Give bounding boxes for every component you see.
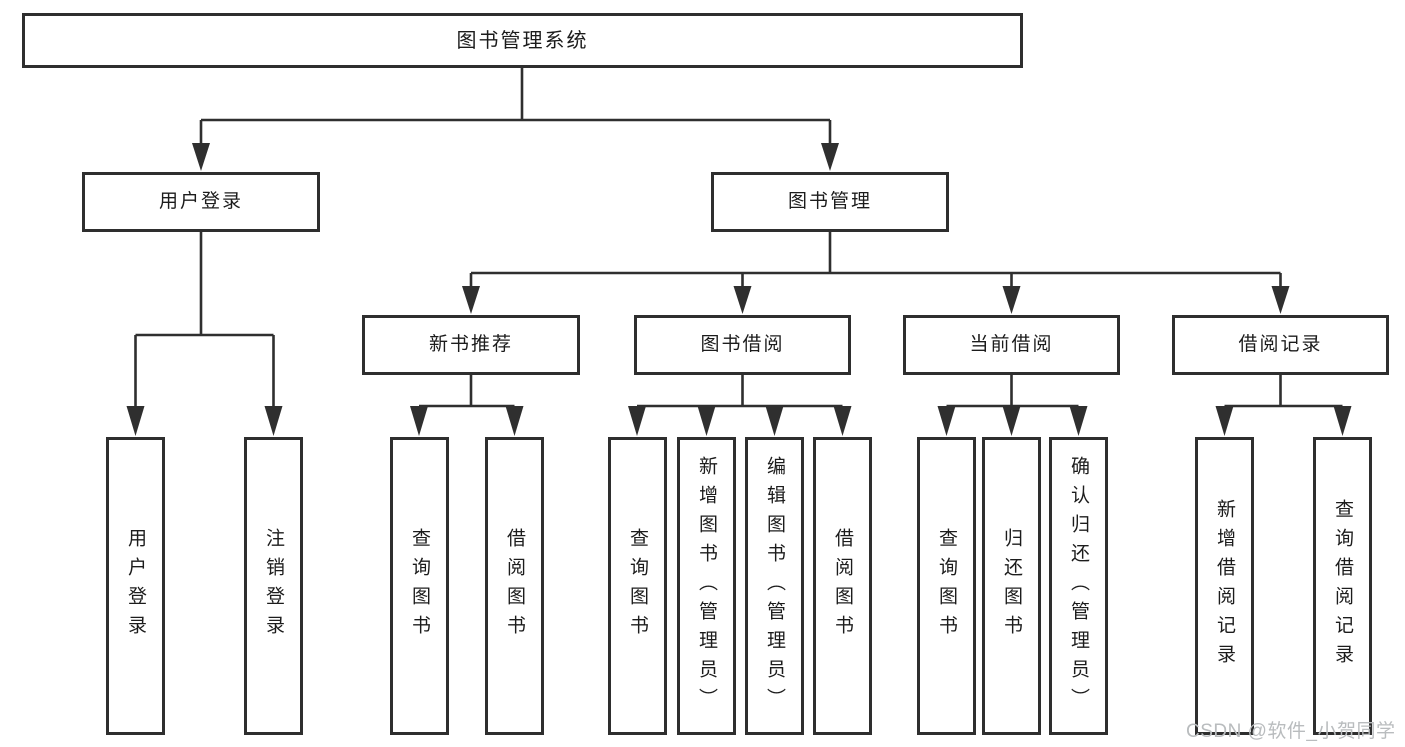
leaf-borrow-books-borrowing: 借阅图书: [813, 437, 872, 735]
leaf-borrow-books-recommend: 借阅图书: [485, 437, 544, 735]
node-book-borrowing: 图书借阅: [634, 315, 851, 375]
leaf-return-books: 归还图书: [982, 437, 1041, 735]
connector-user-login-to-leaves: [134, 232, 275, 410]
node-current-borrowing: 当前借阅: [903, 315, 1120, 375]
node-book-management-system: 图书管理系统: [22, 13, 1023, 68]
connector-book-management-to-level3: [469, 232, 1282, 288]
leaf-logout-login: 注销登录: [244, 437, 303, 735]
connector-level3-to-leaves: [419, 375, 1343, 408]
watermark: CSDN @软件_小贺同学: [1186, 721, 1396, 742]
connector-root-to-level2: [199, 68, 832, 146]
leaf-user-login: 用户登录: [106, 437, 165, 735]
leaf-edit-books-admin: 编辑图书（管理员）: [745, 437, 804, 735]
leaf-confirm-return-admin: 确认归还（管理员）: [1049, 437, 1108, 735]
leaf-query-books-borrowing: 查询图书: [608, 437, 667, 735]
node-borrowing-records: 借阅记录: [1172, 315, 1389, 375]
leaf-query-books-recommend: 查询图书: [390, 437, 449, 735]
leaf-query-borrow-record: 查询借阅记录: [1313, 437, 1372, 735]
node-new-book-recommendation: 新书推荐: [362, 315, 580, 375]
node-user-login: 用户登录: [82, 172, 320, 232]
leaf-add-books-admin: 新增图书（管理员）: [677, 437, 736, 735]
leaf-query-books-current: 查询图书: [917, 437, 976, 735]
node-book-management: 图书管理: [711, 172, 949, 232]
leaf-add-borrow-record: 新增借阅记录: [1195, 437, 1254, 735]
